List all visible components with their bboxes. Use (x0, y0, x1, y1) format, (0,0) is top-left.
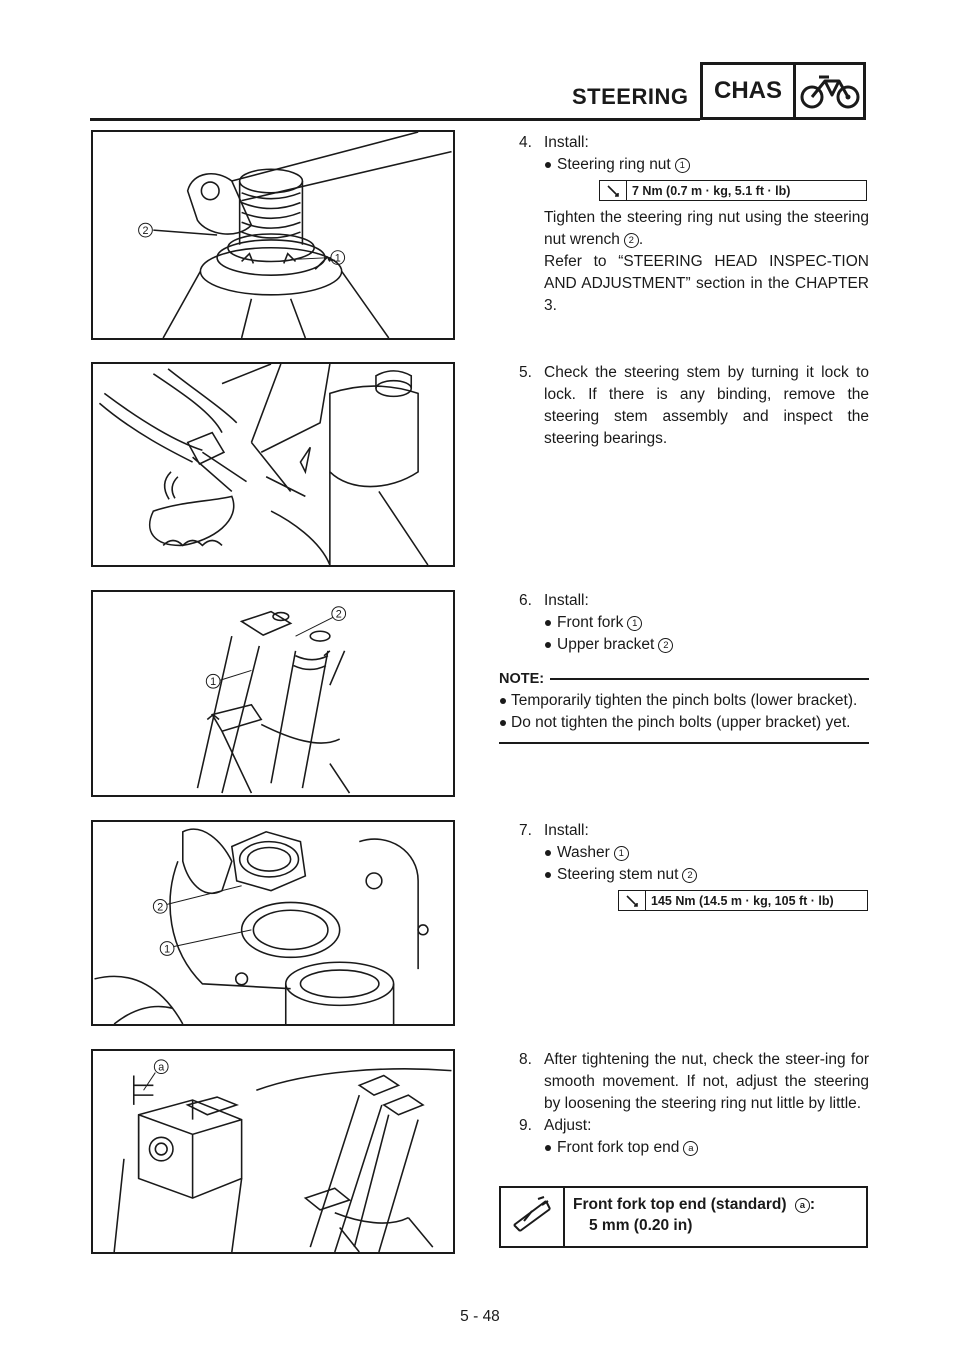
callout-2: 2 (336, 608, 342, 620)
callout-2: 2 (157, 901, 163, 913)
step-paragraph: Tighten the steering ring nut using the … (544, 209, 869, 248)
figure-steering-check (91, 362, 455, 567)
step-number: 8. (519, 1051, 532, 1068)
ref-number: 2 (658, 638, 674, 653)
torque-value: 7 Nm (0.7 m · kg, 5.1 ft · lb) (632, 183, 791, 198)
ref-number: 1 (613, 846, 629, 861)
caliper-icon (501, 1188, 565, 1246)
ref-letter: a (794, 1198, 810, 1213)
step-9: 9. Adjust: (519, 1115, 869, 1137)
section-badge: CHAS (700, 62, 866, 120)
torque-spec: 145 Nm (14.5 m · kg, 105 ft · lb) (618, 890, 868, 911)
page-number: 5 - 48 (460, 1308, 500, 1325)
step-number: 7. (519, 822, 532, 839)
spec-label: Front fork top end (standard) (573, 1196, 787, 1213)
callout-a: a (158, 1062, 164, 1074)
note-heading: NOTE: (499, 668, 869, 690)
spec-text: Front fork top end (standard) a: 5 mm (0… (573, 1196, 816, 1234)
motorcycle-icon (796, 65, 863, 117)
step-5: 5. Check the steering stem by turning it … (519, 362, 869, 450)
callout-1: 1 (335, 252, 341, 264)
ref-number: 2 (623, 233, 639, 248)
figure-steering-ring-nut: 2 1 (91, 130, 455, 340)
callout-1: 1 (210, 676, 216, 688)
step-title: Install: (544, 134, 589, 151)
step-title: Install: (544, 822, 589, 839)
note-box: NOTE: Temporarily tighten the pinch bolt… (499, 668, 869, 744)
header-rule (90, 118, 700, 121)
note-end-rule (499, 742, 869, 744)
spec-box: Front fork top end (standard) a: 5 mm (0… (499, 1186, 868, 1248)
step-text: Check the steering stem by turning it lo… (544, 364, 869, 447)
ref-letter: a (683, 1141, 699, 1156)
figure-front-fork: 2 1 (91, 590, 455, 797)
note-item: Temporarily tighten the pinch bolts (low… (499, 690, 869, 712)
step-title: Adjust: (544, 1117, 592, 1134)
step-8: 8. After tightening the nut, check the st… (519, 1049, 869, 1159)
torque-wrench-icon (619, 891, 646, 910)
torque-value: 145 Nm (14.5 m · kg, 105 ft · lb) (651, 893, 834, 908)
ref-number: 1 (674, 158, 690, 173)
callout-1: 1 (164, 943, 170, 955)
step-title: Install: (544, 592, 589, 609)
step-text: After tightening the nut, check the stee… (544, 1051, 869, 1112)
step-number: 9. (519, 1117, 532, 1134)
figure-fork-top-end: a (91, 1049, 455, 1254)
step-number: 6. (519, 592, 532, 609)
ref-number: 1 (627, 616, 643, 631)
step-number: 4. (519, 134, 532, 151)
spec-value: 5 mm (0.20 in) (589, 1217, 693, 1234)
torque-spec: 7 Nm (0.7 m · kg, 5.1 ft · lb) (599, 180, 867, 201)
note-item: Do not tighten the pinch bolts (upper br… (499, 712, 869, 734)
step-paragraph: Refer to “STEERING HEAD INSPEC-TION AND … (544, 253, 869, 314)
section-code: CHAS (703, 65, 796, 117)
callout-2: 2 (142, 225, 148, 237)
step-number: 5. (519, 364, 532, 381)
torque-wrench-icon (600, 181, 627, 200)
ref-number: 2 (682, 868, 698, 883)
figure-steering-stem-nut: 2 1 (91, 820, 455, 1026)
section-title: STEERING (572, 84, 689, 109)
